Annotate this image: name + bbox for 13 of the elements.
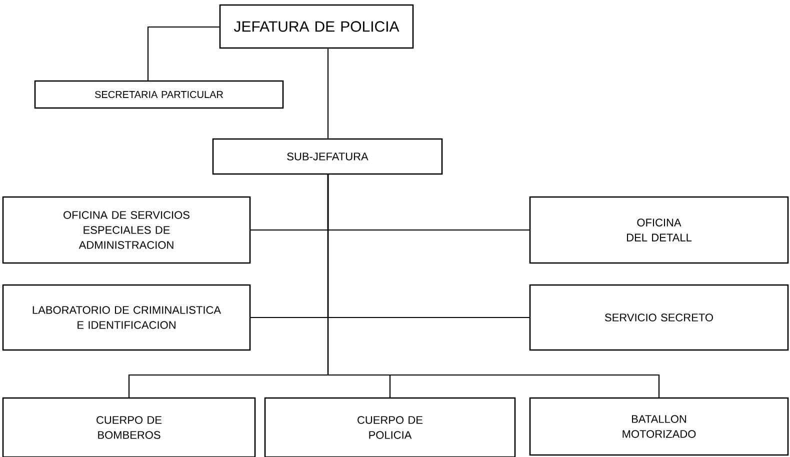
org-box: OFICINA DE SERVICIOS ESPECIALES DE ADMINISTRACION — [2, 196, 251, 264]
org-box: OFICINA DEL DETALL — [529, 196, 789, 264]
connector-line — [327, 174, 660, 398]
org-box: SERVICIO SECRETO — [529, 284, 789, 351]
org-box: BATALLON MOTORIZADO — [529, 397, 789, 456]
org-box: CUERPO DE BOMBEROS — [2, 397, 256, 457]
org-box: SECRETARIA PARTICULAR — [34, 80, 284, 109]
org-box: CUERPO DE POLICIA — [264, 397, 516, 457]
connector-line — [147, 26, 220, 81]
org-box: LABORATORIO DE CRIMINALISTICA E IDENTIFICACION — [2, 284, 251, 351]
org-box: JEFATURA DE POLICIA — [219, 4, 414, 49]
connector-line — [327, 48, 329, 138]
org-box: SUB-JEFATURA — [212, 138, 443, 175]
